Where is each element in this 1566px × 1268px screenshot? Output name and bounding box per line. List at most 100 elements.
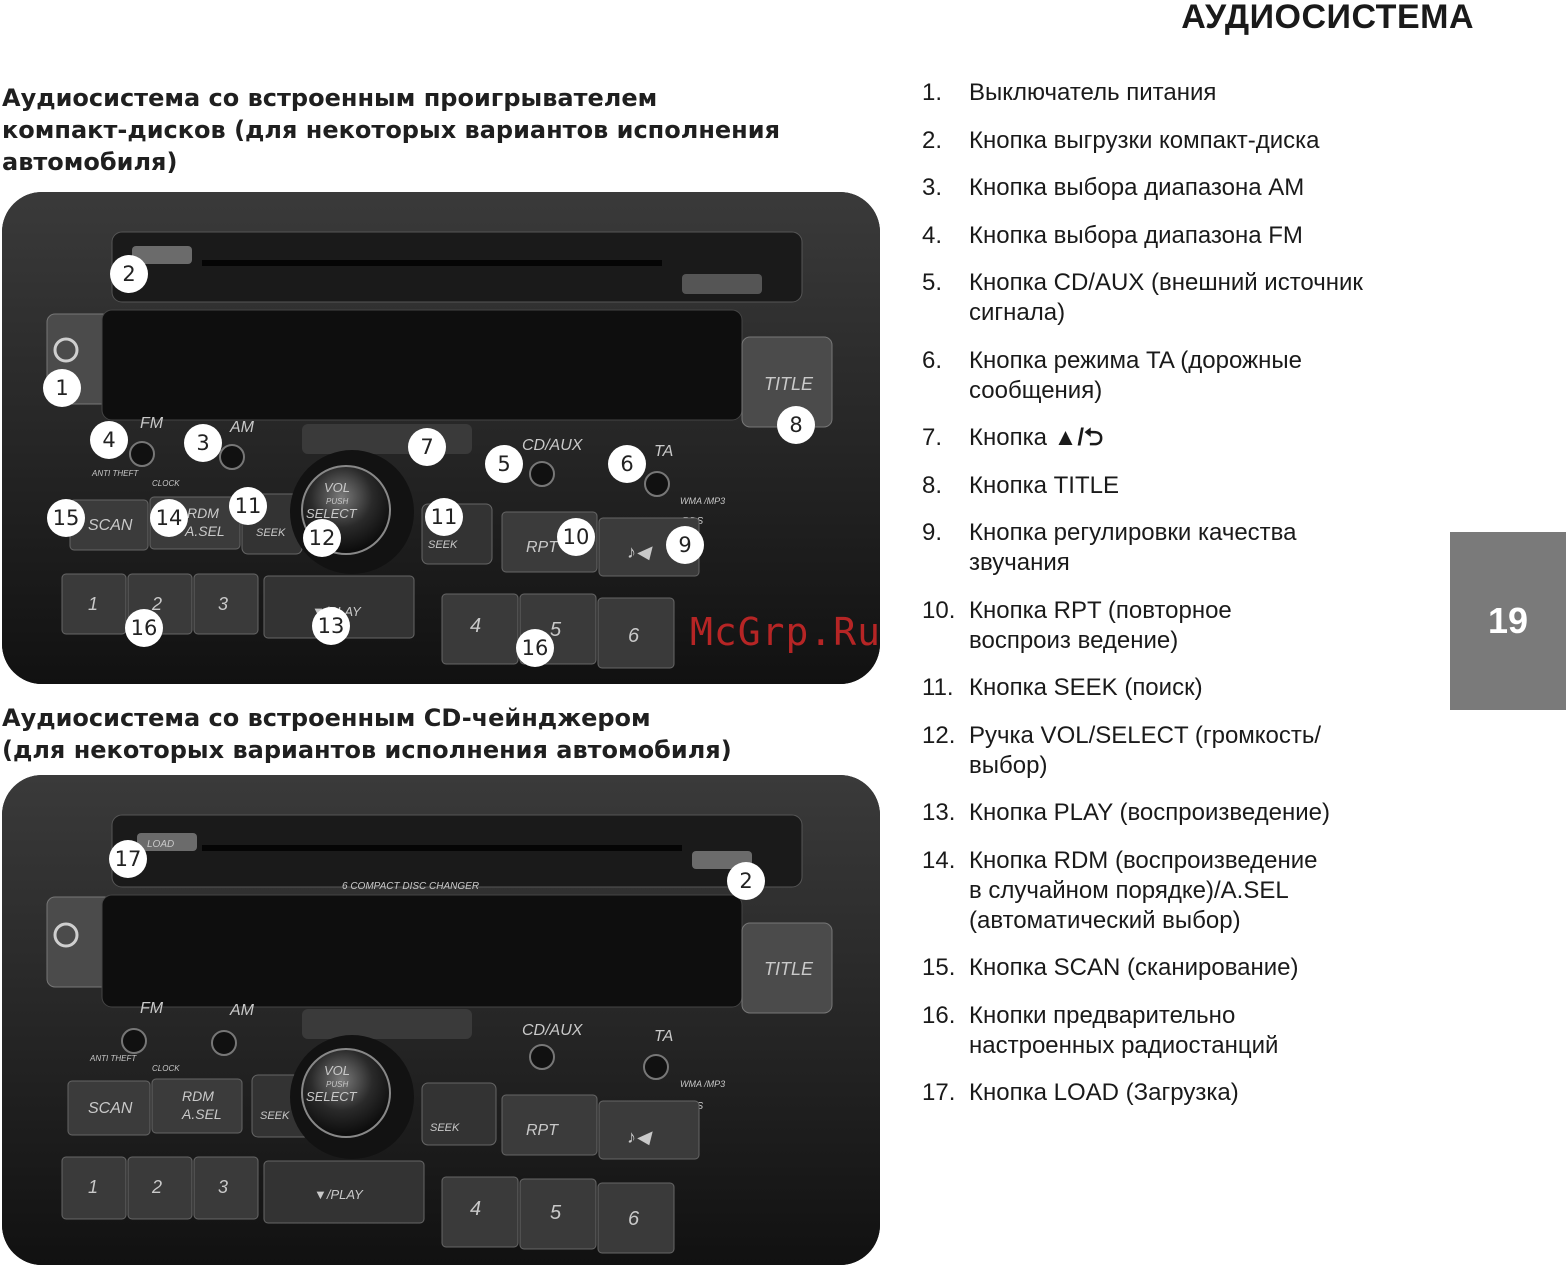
callout-2-changer: 2 xyxy=(727,862,765,900)
wma-label-2: WMA /MP3 xyxy=(680,1079,725,1089)
legend-item: 15.Кнопка SCAN (сканирование) xyxy=(922,953,1442,983)
rdm-label: RDM xyxy=(187,505,219,521)
load-label: LOAD xyxy=(147,839,174,850)
legend-item: 16. Кнопки предварительно настроенных рад… xyxy=(922,1001,1442,1061)
callout-12: 12 xyxy=(303,519,341,557)
ta-label: TA xyxy=(654,443,673,460)
page-number-tab: 19 xyxy=(1450,532,1566,710)
legend-number: 17. xyxy=(922,1079,956,1106)
legend-text: Кнопка PLAY (воспроизведение) xyxy=(969,799,1331,826)
legend-text: Кнопка выбора диапазона FM xyxy=(969,221,1303,249)
legend-number: 8. xyxy=(922,471,943,499)
legend-item: 8. Кнопка TITLE xyxy=(922,471,1442,501)
legend-item: 9.Кнопка регулировки качества звучания xyxy=(922,518,1442,578)
select-label-2: SELECT xyxy=(306,1089,358,1104)
section-title-cd-player: Аудиосистема со встроенным проигрывателе… xyxy=(2,84,780,176)
legend-text: Кнопка выбора диапазона AM xyxy=(969,174,1305,201)
legend-item: 1. Выключатель питания xyxy=(922,78,1442,108)
legend-number: 6. xyxy=(922,346,943,374)
photo-audio-cd-player: TITLE FM AM ANTI THEFT CLOCK CD/AUX TA W… xyxy=(2,192,880,684)
legend-text: Кнопка RDM (воспроизведение в случайном … xyxy=(969,846,1318,934)
legend-item: 3. Кнопка выбора диапазона AM xyxy=(922,173,1442,203)
select-label: SELECT xyxy=(306,506,358,521)
changer-label: 6 COMPACT DISC CHANGER xyxy=(342,881,479,892)
callout-14: 14 xyxy=(150,499,188,537)
legend-text: Кнопка TITLE xyxy=(969,471,1119,499)
legend-text: Кнопки предварительно настроенных радиос… xyxy=(969,1001,1279,1059)
seek-right-label-2: SEEK xyxy=(430,1122,460,1134)
asel-label: A.SEL xyxy=(184,523,225,539)
push-label-2: PUSH xyxy=(326,1080,348,1089)
preset-6-label: 6 xyxy=(628,625,640,647)
legend-text: Кнопка выгрузки компакт-диска xyxy=(969,126,1320,154)
callout-16-right: 16 xyxy=(516,629,554,667)
legend-number: 4. xyxy=(922,221,943,249)
preset-2-label: 2 xyxy=(151,594,162,614)
legend-number: 5. xyxy=(922,269,943,296)
section-title-cd-changer: Аудиосистема со встроенным CD-чейнджером… xyxy=(2,704,732,764)
legend-text: Кнопка RPT (повторное воспроиз ведение) xyxy=(969,596,1232,654)
watermark: McGrp.Ru xyxy=(690,610,882,654)
anti-theft-label: ANTI THEFT xyxy=(91,469,139,478)
vol-label: VOL xyxy=(324,480,350,495)
legend-number: 1. xyxy=(922,79,943,106)
callout-15: 15 xyxy=(47,499,85,537)
callout-11-right: 11 xyxy=(425,498,463,536)
component-legend: 1. Выключатель питания 2.Кнопка выгрузки … xyxy=(922,78,1442,1126)
legend-text: Кнопка режима TA (дорожные сообщения) xyxy=(969,346,1302,404)
legend-text: Выключатель питания xyxy=(969,79,1217,106)
ta-label-2: TA xyxy=(654,1028,673,1045)
cd-aux-label-2: CD/AUX xyxy=(522,1022,584,1039)
legend-item: 13.Кнопка PLAY (воспроизведение) xyxy=(922,798,1442,828)
preset-6-label-2: 6 xyxy=(628,1208,640,1230)
preset-4-label: 4 xyxy=(470,615,481,637)
legend-number: 16. xyxy=(922,1001,956,1029)
preset-2-label-2: 2 xyxy=(151,1177,162,1197)
fm-label: FM xyxy=(140,415,164,432)
vol-label-2: VOL xyxy=(324,1063,350,1078)
legend-number: 11. xyxy=(922,674,954,701)
legend-item: 17.Кнопка LOAD (Загрузка) xyxy=(922,1078,1442,1108)
scan-label: SCAN xyxy=(88,517,133,534)
seek-left-label-2: SEEK xyxy=(260,1110,290,1122)
legend-item: 14.Кнопка RDM (воспроизведение в случайн… xyxy=(922,846,1442,936)
rdm-label-2: RDM xyxy=(182,1088,214,1104)
legend-text: Кнопка CD/AUX (внешний источник сигнала) xyxy=(969,269,1363,326)
legend-item: 6. Кнопка режима TA (дорожные сообщения) xyxy=(922,346,1442,406)
asel-label-2: A.SEL xyxy=(181,1106,222,1122)
seek-left-label: SEEK xyxy=(256,527,286,539)
callout-17: 17 xyxy=(109,840,147,878)
am-label-2: AM xyxy=(229,1002,255,1019)
legend-number: 10. xyxy=(922,596,956,624)
eject-return-icon: ▲/⮌ xyxy=(1053,424,1104,451)
callout-1: 1 xyxy=(43,369,81,407)
callout-4: 4 xyxy=(90,421,128,459)
play-label-2: ▼/PLAY xyxy=(314,1187,364,1202)
callout-8: 8 xyxy=(777,406,815,444)
legend-item: 7.Кнопка ▲/⮌ xyxy=(922,423,1442,453)
preset-1-label: 1 xyxy=(88,594,98,614)
preset-5-label-2: 5 xyxy=(550,1202,562,1224)
legend-item: 10. Кнопка RPT (повторное воспроиз ведени… xyxy=(922,596,1442,656)
push-label: PUSH xyxy=(326,497,348,506)
clock-label: CLOCK xyxy=(152,479,180,488)
legend-item: 4. Кнопка выбора диапазона FM xyxy=(922,221,1442,251)
legend-number: 15. xyxy=(922,954,956,981)
callout-7: 7 xyxy=(408,428,446,466)
callout-11-left: 11 xyxy=(229,487,267,525)
callout-3: 3 xyxy=(184,424,222,462)
legend-number: 9. xyxy=(922,519,943,546)
scan-label-2: SCAN xyxy=(88,1100,133,1117)
page-title: АУДИОСИСТЕМА xyxy=(1181,0,1474,36)
legend-text: Кнопка xyxy=(969,424,1047,451)
legend-item: 2.Кнопка выгрузки компакт-диска xyxy=(922,126,1442,156)
callout-16-left: 16 xyxy=(125,609,163,647)
preset-5-label: 5 xyxy=(550,619,562,641)
legend-number: 3. xyxy=(922,174,943,201)
sound-icon-2: ♪◀ xyxy=(627,1127,653,1147)
sound-icon: ♪◀ xyxy=(627,542,653,562)
cd-aux-label: CD/AUX xyxy=(522,437,584,454)
callout-2: 2 xyxy=(110,255,148,293)
callout-6: 6 xyxy=(608,445,646,483)
rpt-label: RPT xyxy=(526,539,559,556)
